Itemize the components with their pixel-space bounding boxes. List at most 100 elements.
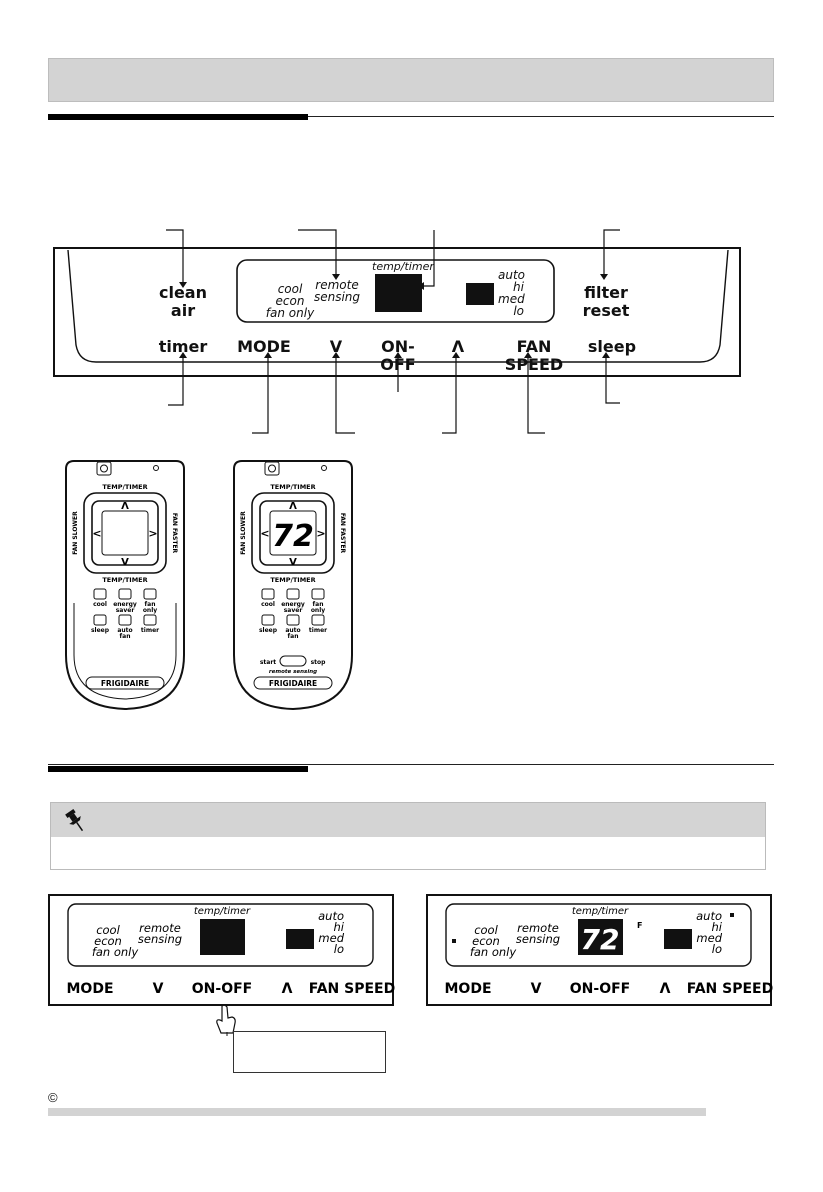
fan-faster-label: FAN FASTER (171, 513, 178, 554)
svg-text:fan only: fan only (470, 945, 517, 959)
temp-up-button[interactable]: Λ (451, 337, 465, 356)
svg-text:lo: lo (334, 942, 344, 956)
svg-text:saver: saver (116, 607, 135, 614)
section-rule-accent (48, 114, 308, 120)
svg-text:energy: energy (281, 601, 305, 608)
svg-text:cool: cool (474, 923, 498, 937)
svg-text:FAN FASTER: FAN FASTER (339, 513, 346, 554)
svg-text:fan only: fan only (92, 945, 139, 959)
svg-text:temp/timer: temp/timer (572, 906, 629, 917)
svg-text:fan: fan (288, 633, 299, 640)
svg-text:auto: auto (318, 909, 344, 923)
temp-display-on: 72 (581, 923, 620, 956)
fan-med-label: med (498, 292, 525, 306)
fan-lo-label: lo (513, 304, 524, 318)
svg-text:>: > (148, 527, 157, 540)
svg-text:econ: econ (94, 934, 122, 948)
svg-text:ON-OFF: ON-OFF (570, 981, 630, 997)
callout-box (233, 1031, 386, 1073)
svg-text:med: med (318, 931, 344, 945)
svg-text:auto: auto (117, 627, 132, 634)
copyright-symbol: © (48, 1090, 58, 1105)
svg-text:fan: fan (120, 633, 131, 640)
svg-text:econ: econ (472, 934, 500, 948)
svg-text:only: only (311, 607, 325, 614)
svg-text:<: < (92, 527, 101, 540)
fan-slower-label: FAN SLOWER (72, 511, 79, 555)
svg-text:hi: hi (334, 920, 345, 934)
control-panel-leader-lines (53, 229, 741, 434)
svg-text:sensing: sensing (138, 932, 182, 946)
svg-text:V: V (153, 981, 164, 997)
svg-text:V: V (531, 981, 542, 997)
svg-text:Λ: Λ (660, 981, 671, 997)
svg-text:fan: fan (313, 601, 324, 608)
remote-sensing-remote-label: remote sensing (269, 669, 317, 675)
fan-speed-button[interactable]: FAN SPEED (504, 337, 564, 374)
filter-reset-button[interactable]: filter reset (582, 283, 630, 320)
svg-text:cool: cool (261, 601, 275, 608)
svg-text:FAN SPEED: FAN SPEED (687, 981, 773, 997)
temp-timer-bottom-label: TEMP/TIMER (102, 576, 147, 584)
section-rule-2 (48, 764, 774, 765)
start-label: start (260, 659, 276, 666)
svg-text:TEMP/TIMER: TEMP/TIMER (270, 576, 315, 584)
note-box (50, 802, 766, 870)
brand-logo: FRIGIDAIRE (101, 679, 149, 688)
pushpin-icon (65, 808, 84, 832)
svg-text:remote: remote (517, 921, 559, 935)
section-rule (48, 116, 774, 117)
svg-text:auto: auto (696, 909, 722, 923)
timer-button[interactable]: timer (158, 337, 208, 356)
fan-hi-label: hi (513, 280, 524, 294)
svg-text:only: only (143, 607, 157, 614)
remote-sensing-label: remote sensing (313, 278, 361, 304)
stop-label: stop (311, 659, 327, 666)
cool-button: cool (93, 601, 107, 608)
mode-button[interactable]: MODE (237, 337, 291, 356)
temp-timer-top-label: TEMP/TIMER (102, 483, 147, 491)
mode-fan-only-label: fan only (265, 306, 315, 320)
svg-text:MODE: MODE (66, 981, 113, 997)
remote-temp-display: 72 (272, 519, 314, 554)
svg-text:timer: timer (309, 627, 327, 634)
svg-text:fan: fan (145, 601, 156, 608)
fahrenheit-indicator: F (637, 921, 642, 930)
svg-text:TEMP/TIMER: TEMP/TIMER (270, 483, 315, 491)
svg-text:>: > (316, 527, 325, 540)
section-rule-2-accent (48, 766, 308, 772)
svg-text:energy: energy (113, 601, 137, 608)
svg-text:sleep: sleep (259, 627, 278, 634)
svg-text:med: med (696, 931, 722, 945)
temp-timer-label: temp/timer (372, 260, 434, 273)
temp-down-button[interactable]: V (329, 337, 343, 356)
svg-text:lo: lo (712, 942, 722, 956)
svg-text:<: < (260, 527, 269, 540)
svg-text:cool: cool (96, 923, 120, 937)
mode-econ-label: econ (275, 294, 305, 308)
svg-text:hi: hi (712, 920, 723, 934)
clean-air-button[interactable]: clean air (158, 283, 207, 320)
svg-text:Λ: Λ (282, 981, 293, 997)
temp-timer-label-off: temp/timer (194, 906, 251, 917)
mode-cool-label: cool (277, 282, 303, 296)
footer-bar (48, 1108, 706, 1116)
section-header-bar (48, 58, 774, 102)
finger-press-icon (216, 1004, 236, 1036)
svg-text:auto: auto (285, 627, 300, 634)
on-off-button[interactable]: ON-OFF (380, 337, 416, 374)
svg-text:remote: remote (139, 921, 181, 935)
sleep-remote-button: sleep (91, 627, 110, 634)
on-off-button-off: ON-OFF (192, 981, 252, 997)
svg-text:FAN SPEED: FAN SPEED (309, 981, 395, 997)
sleep-button[interactable]: sleep (587, 337, 637, 356)
remote-control-blank: TEMP/TIMER Λ V < > TEMP/TIMER FAN SLOWER… (65, 460, 185, 711)
svg-text:sensing: sensing (516, 932, 560, 946)
svg-text:V: V (289, 557, 297, 568)
svg-text:FRIGIDAIRE: FRIGIDAIRE (269, 679, 317, 688)
svg-text:Λ: Λ (289, 501, 297, 512)
svg-text:MODE: MODE (444, 981, 491, 997)
svg-text:Λ: Λ (121, 501, 129, 512)
